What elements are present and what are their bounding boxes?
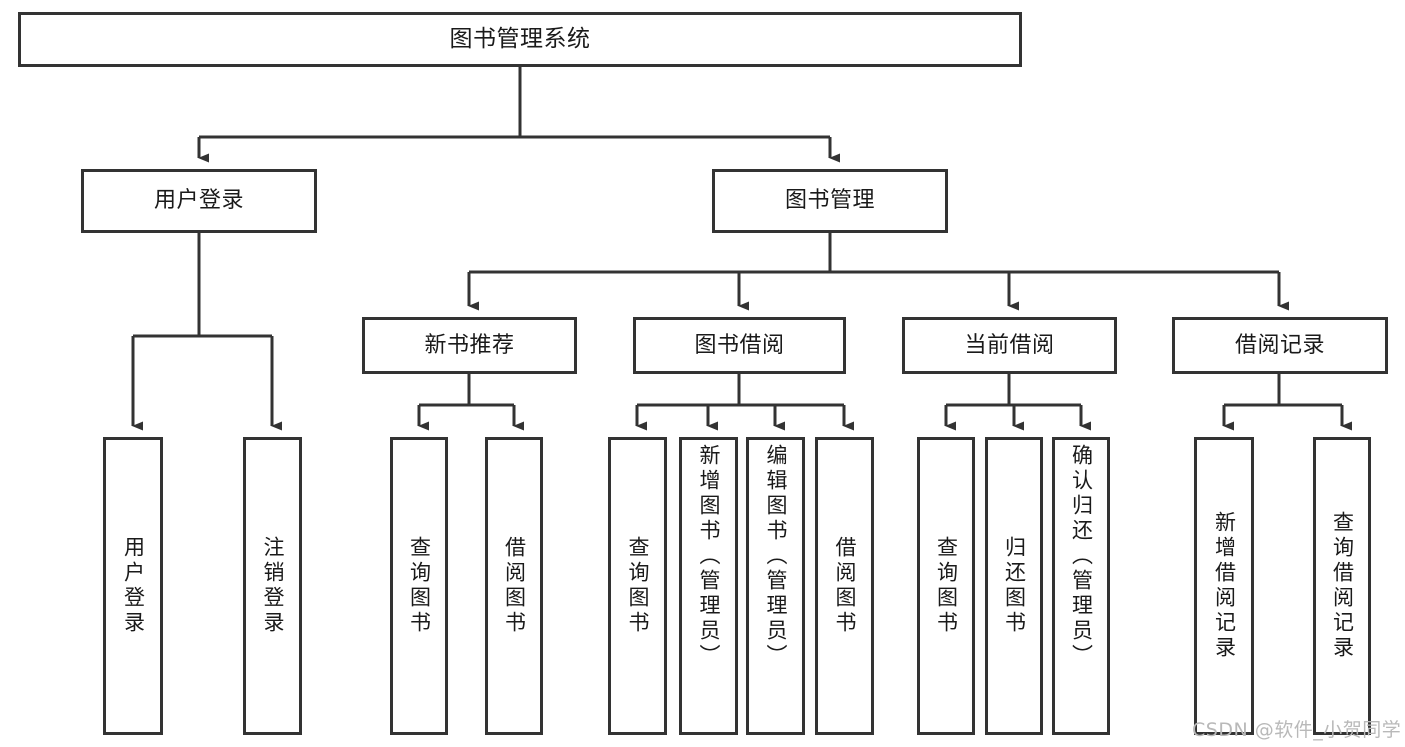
leaf-query-book-2[interactable]: 查询图书 — [608, 437, 667, 735]
leaf-add-borrow-record[interactable]: 新增借阅记录 — [1194, 437, 1254, 735]
leaf-borrow-book-1-label: 借阅图书 — [502, 536, 527, 636]
leaf-borrow-book-2-label: 借阅图书 — [833, 536, 857, 636]
node-new-book-recommend-label: 新书推荐 — [424, 332, 515, 358]
leaf-query-book-1-label: 查询图书 — [407, 536, 432, 636]
node-borrow-record[interactable]: 借阅记录 — [1172, 317, 1388, 374]
leaf-return-book-label: 归还图书 — [1002, 536, 1027, 636]
node-user-login[interactable]: 用户登录 — [81, 169, 317, 233]
node-user-login-label: 用户登录 — [153, 188, 244, 214]
leaf-add-book-admin-label: 新增图书（管理员） — [697, 444, 721, 669]
leaf-logout-login-label: 注销登录 — [261, 536, 285, 636]
leaf-query-book-3-label: 查询图书 — [934, 536, 959, 636]
leaf-user-login[interactable]: 用户登录 — [103, 437, 163, 735]
leaf-return-book[interactable]: 归还图书 — [985, 437, 1043, 735]
leaf-borrow-book-1[interactable]: 借阅图书 — [485, 437, 543, 735]
leaf-query-borrow-record[interactable]: 查询借阅记录 — [1313, 437, 1371, 735]
node-root[interactable]: 图书管理系统 — [18, 12, 1022, 67]
leaf-query-book-1[interactable]: 查询图书 — [390, 437, 448, 735]
node-current-borrow-label: 当前借阅 — [964, 332, 1055, 358]
leaf-add-book-admin[interactable]: 新增图书（管理员） — [679, 437, 738, 735]
leaf-add-borrow-record-label: 新增借阅记录 — [1212, 511, 1237, 661]
csdn-watermark: CSDN @软件_小贺同学 — [1192, 719, 1402, 741]
node-current-borrow[interactable]: 当前借阅 — [902, 317, 1117, 374]
leaf-edit-book-admin[interactable]: 编辑图书（管理员） — [746, 437, 805, 735]
leaf-confirm-return-admin-label: 确认归还（管理员） — [1069, 444, 1094, 669]
leaf-confirm-return-admin[interactable]: 确认归还（管理员） — [1052, 437, 1110, 735]
node-book-borrow-label: 图书借阅 — [694, 332, 785, 358]
leaf-edit-book-admin-label: 编辑图书（管理员） — [764, 444, 788, 669]
node-book-manage[interactable]: 图书管理 — [712, 169, 948, 233]
leaf-query-borrow-record-label: 查询借阅记录 — [1330, 511, 1355, 661]
node-book-borrow[interactable]: 图书借阅 — [633, 317, 846, 374]
leaf-query-book-2-label: 查询图书 — [626, 536, 650, 636]
leaf-borrow-book-2[interactable]: 借阅图书 — [815, 437, 874, 735]
leaf-user-login-label: 用户登录 — [121, 536, 146, 636]
node-borrow-record-label: 借阅记录 — [1234, 332, 1325, 358]
node-book-manage-label: 图书管理 — [784, 188, 875, 214]
node-new-book-recommend[interactable]: 新书推荐 — [362, 317, 577, 374]
leaf-logout-login[interactable]: 注销登录 — [243, 437, 302, 735]
node-root-label: 图书管理系统 — [449, 25, 591, 52]
leaf-query-book-3[interactable]: 查询图书 — [917, 437, 975, 735]
